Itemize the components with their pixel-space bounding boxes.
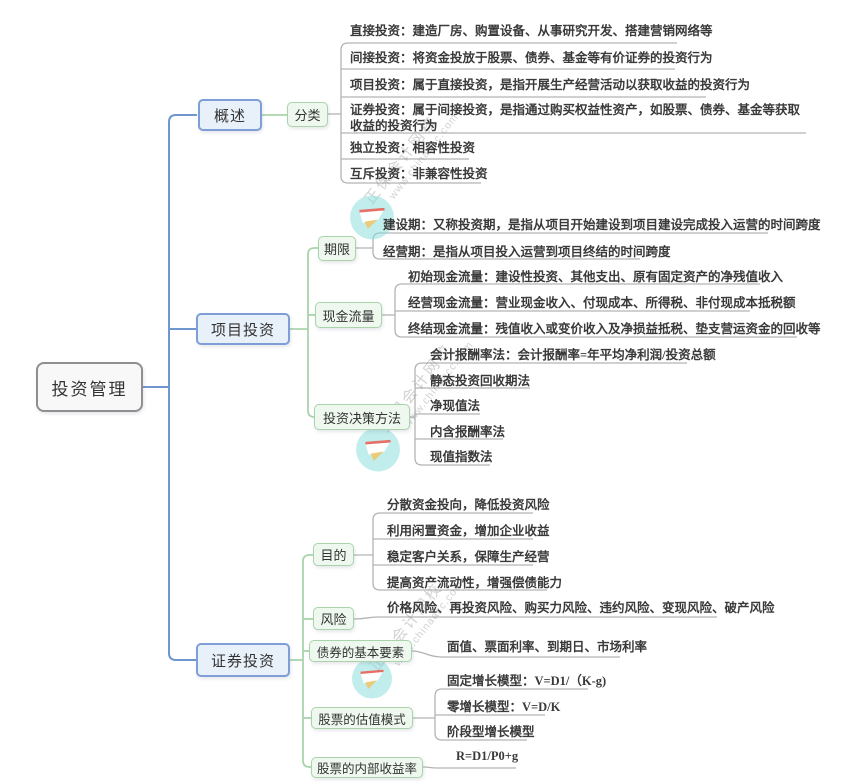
topic-duration[interactable]: 期限 — [318, 236, 356, 261]
leaf-topic[interactable]: 零增长模型：V=D/K — [447, 700, 561, 714]
topic-classification[interactable]: 分类 — [287, 102, 328, 127]
topic-risk[interactable]: 风险 — [313, 607, 354, 630]
leaf-topic[interactable]: 阶段型增长模型 — [447, 725, 535, 739]
leaf-topic[interactable]: 项目投资：属于直接投资，是指开展生产经营活动以获取收益的投资行为 — [350, 78, 751, 92]
topic-stock-valuation-models[interactable]: 股票的估值模式 — [311, 707, 413, 729]
leaf-topic[interactable]: 会计报酬率法：会计报酬率=年平均净利润/投资总额 — [430, 348, 716, 362]
leaf-topic[interactable]: 面值、票面利率、到期日、市场利率 — [447, 640, 648, 654]
topic-securities-investment[interactable]: 证券投资 — [196, 643, 290, 677]
leaf-topic[interactable]: 分散资金投向，降低投资风险 — [387, 498, 550, 512]
leaf-topic[interactable]: 内含报酬率法 — [430, 425, 506, 439]
topic-cash-flow[interactable]: 现金流量 — [315, 302, 382, 328]
leaf-topic[interactable]: 建设期：又称投资期，是指从项目开始建设到项目建设完成投入运营的时间跨度 — [383, 218, 821, 232]
leaf-topic[interactable]: 现值指数法 — [430, 450, 493, 464]
leaf-topic[interactable]: 经营现金流量：营业现金收入、付现成本、所得税、非付现成本抵税额 — [408, 296, 796, 310]
leaf-topic[interactable]: 证券投资：属于间接投资，是指通过购买权益性资产，如股票、债券、基金等获取收益的投… — [350, 103, 801, 133]
leaf-topic[interactable]: 独立投资：相容性投资 — [350, 141, 476, 155]
topic-root[interactable]: 投资管理 — [36, 362, 143, 412]
topic-purpose[interactable]: 目的 — [313, 543, 354, 566]
leaf-lines — [328, 42, 806, 769]
leaf-topic[interactable]: 间接投资：将资金投放于股票、债券、基金等有价证券的投资行为 — [350, 51, 713, 65]
leaf-topic[interactable]: 利用闲置资金，增加企业收益 — [387, 524, 550, 538]
level2-branch-lines — [262, 114, 318, 768]
topic-stock-irr[interactable]: 股票的内部收益率 — [311, 757, 423, 778]
topic-decision-methods[interactable]: 投资决策方法 — [314, 404, 410, 430]
leaf-topic[interactable]: 稳定客户关系，保障生产经营 — [387, 550, 550, 564]
leaf-topic[interactable]: R=D1/P0+g — [456, 749, 519, 763]
leaf-topic[interactable]: 终结现金流量：残值收入或变价收入及净损益抵税、垫支营运资金的回收等 — [408, 322, 821, 336]
root-branch-lines — [143, 114, 197, 661]
leaf-topic[interactable]: 直接投资：建造厂房、购置设备、从事研究开发、搭建营销网络等 — [350, 24, 713, 38]
leaf-topic[interactable]: 互斥投资：非兼容性投资 — [350, 167, 488, 181]
leaf-topic[interactable]: 初始现金流量：建设性投资、其他支出、原有固定资产的净残值收入 — [408, 270, 784, 284]
topic-overview[interactable]: 概述 — [198, 99, 262, 131]
leaf-topic[interactable]: 经营期：是指从项目投入运营到项目终结的时间跨度 — [383, 245, 671, 259]
leaf-topic[interactable]: 净现值法 — [430, 399, 481, 413]
topic-bond-elements[interactable]: 债券的基本要素 — [309, 640, 412, 662]
leaf-topic[interactable]: 价格风险、再投资风险、购买力风险、违约风险、变现风险、破产风险 — [387, 601, 775, 615]
leaf-topic[interactable]: 固定增长模型：V=D1/（K-g) — [447, 674, 607, 688]
topic-project-investment[interactable]: 项目投资 — [196, 313, 290, 345]
leaf-topic[interactable]: 提高资产流动性，增强偿债能力 — [387, 576, 563, 590]
leaf-topic[interactable]: 静态投资回收期法 — [430, 374, 531, 388]
